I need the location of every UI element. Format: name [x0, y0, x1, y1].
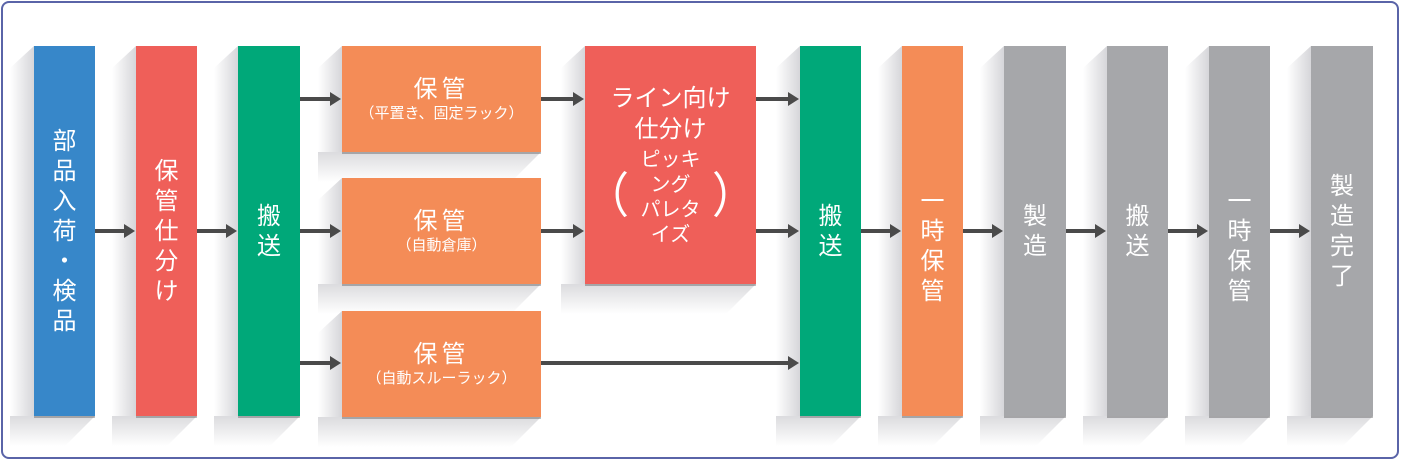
- label-char: 品: [52, 157, 77, 185]
- node-line-sort: ライン向け 仕分け （ ピッキング パレタイズ ）: [585, 46, 756, 284]
- node-transport-2: 搬 送: [800, 46, 861, 416]
- label-char: 荷: [52, 217, 77, 245]
- label-char: 搬: [257, 202, 281, 230]
- label-char: 完: [1330, 232, 1354, 260]
- node-manufacturing-label: 製 造: [1023, 201, 1047, 261]
- arrow-storage-sort-to-transport-1: [197, 224, 237, 238]
- node-transport-1-label: 搬 送: [257, 201, 281, 261]
- label-char: 時: [920, 217, 945, 245]
- label-char: 了: [1330, 262, 1354, 290]
- arrow-receiving-to-storage-sort: [95, 224, 135, 238]
- label-char: 管: [154, 187, 179, 215]
- arrow-temp-storage-1-to-manufacturing: [963, 224, 1003, 238]
- arrow-transport-2-to-temp-storage-1: [861, 224, 901, 238]
- arrow-line-sort-to-transport-2-top: [756, 92, 799, 106]
- label-char: 検: [52, 277, 77, 305]
- label-char: 製: [1330, 172, 1354, 200]
- label-char: 分: [154, 247, 179, 275]
- label-char: 送: [818, 232, 843, 260]
- label-char: 品: [52, 307, 77, 335]
- storage-auto-subtitle: （自動倉庫）: [396, 235, 487, 254]
- storage-flow-subtitle: （自動スルーラック）: [366, 368, 517, 387]
- label-char: 部: [52, 127, 77, 155]
- line-sort-line1: ライン向け: [610, 83, 731, 112]
- storage-flat-subtitle: （平置き、固定ラック）: [359, 103, 524, 122]
- node-temp-storage-1: 一 時 保 管: [902, 46, 963, 416]
- line-sort-sub2: パレタイズ: [640, 197, 701, 247]
- arrow-transport-1-to-storage-flow: [300, 356, 341, 370]
- label-char: 仕: [154, 217, 179, 245]
- node-transport-2-label: 搬 送: [819, 201, 843, 261]
- label-char: ・: [52, 247, 77, 275]
- node-storage-flow: 保管 （自動スルーラック）: [342, 311, 541, 417]
- line-sort-detail: （ ピッキング パレタイズ ）: [585, 147, 756, 247]
- arrow-transport-1-to-storage-flat: [300, 92, 341, 106]
- node-complete-label: 製 造 完 了: [1330, 171, 1354, 291]
- node-storage-sort: 保 管 仕 分 け: [136, 46, 197, 416]
- label-char: 搬: [818, 202, 843, 230]
- label-char: 造: [1330, 202, 1354, 230]
- label-char: 製: [1023, 202, 1047, 230]
- node-temp-storage-2-label: 一 時 保 管: [1228, 186, 1252, 306]
- label-char: 管: [920, 277, 945, 305]
- label-char: 保: [154, 157, 179, 185]
- arrow-storage-flow-to-transport-2: [541, 356, 799, 370]
- label-char: 管: [1227, 277, 1252, 305]
- node-storage-flat: 保管 （平置き、固定ラック）: [342, 46, 541, 152]
- arrow-storage-flat-to-line-sort: [541, 92, 584, 106]
- label-char: け: [154, 277, 179, 305]
- arrow-storage-auto-to-line-sort: [541, 224, 584, 238]
- label-char: 保: [920, 247, 945, 275]
- label-char: 送: [257, 232, 281, 260]
- node-transport-1: 搬 送: [238, 46, 300, 416]
- arrow-transport-1-to-storage-auto: [300, 224, 341, 238]
- node-receiving: 部 品 入 荷 ・ 検 品: [34, 46, 95, 416]
- arrow-manufacturing-to-transport-3: [1066, 224, 1106, 238]
- storage-flow-title: 保管: [413, 339, 470, 368]
- storage-flat-title: 保管: [413, 74, 470, 103]
- line-sort-sub1: ピッキング: [640, 147, 701, 197]
- node-transport-3: 搬 送: [1107, 46, 1168, 416]
- label-char: 搬: [1125, 202, 1150, 230]
- node-temp-storage-1-label: 一 時 保 管: [921, 186, 945, 306]
- arrow-temp-storage-2-to-complete: [1270, 224, 1310, 238]
- node-transport-3-label: 搬 送: [1126, 201, 1150, 261]
- node-complete: 製 造 完 了: [1311, 46, 1373, 416]
- label-char: 一: [1227, 187, 1252, 215]
- paren-close: ）: [712, 168, 756, 225]
- node-temp-storage-2: 一 時 保 管: [1209, 46, 1270, 416]
- label-char: 造: [1023, 232, 1047, 260]
- label-char: 送: [1125, 232, 1150, 260]
- paren-open: （: [585, 168, 629, 225]
- node-manufacturing: 製 造: [1004, 46, 1066, 416]
- line-sort-detail-text: ピッキング パレタイズ: [629, 147, 712, 247]
- arrow-transport-3-to-temp-storage-2: [1168, 224, 1208, 238]
- label-char: 保: [1227, 247, 1252, 275]
- arrow-line-sort-to-transport-2-bottom: [756, 224, 799, 238]
- node-storage-auto: 保管 （自動倉庫）: [342, 178, 541, 284]
- label-char: 一: [920, 187, 945, 215]
- storage-auto-title: 保管: [413, 206, 470, 235]
- label-char: 入: [52, 187, 77, 215]
- line-sort-line2: 仕分け: [634, 115, 707, 143]
- node-receiving-label: 部 品 入 荷 ・ 検 品: [53, 126, 77, 336]
- node-storage-sort-label: 保 管 仕 分 け: [155, 156, 179, 306]
- label-char: 時: [1227, 217, 1252, 245]
